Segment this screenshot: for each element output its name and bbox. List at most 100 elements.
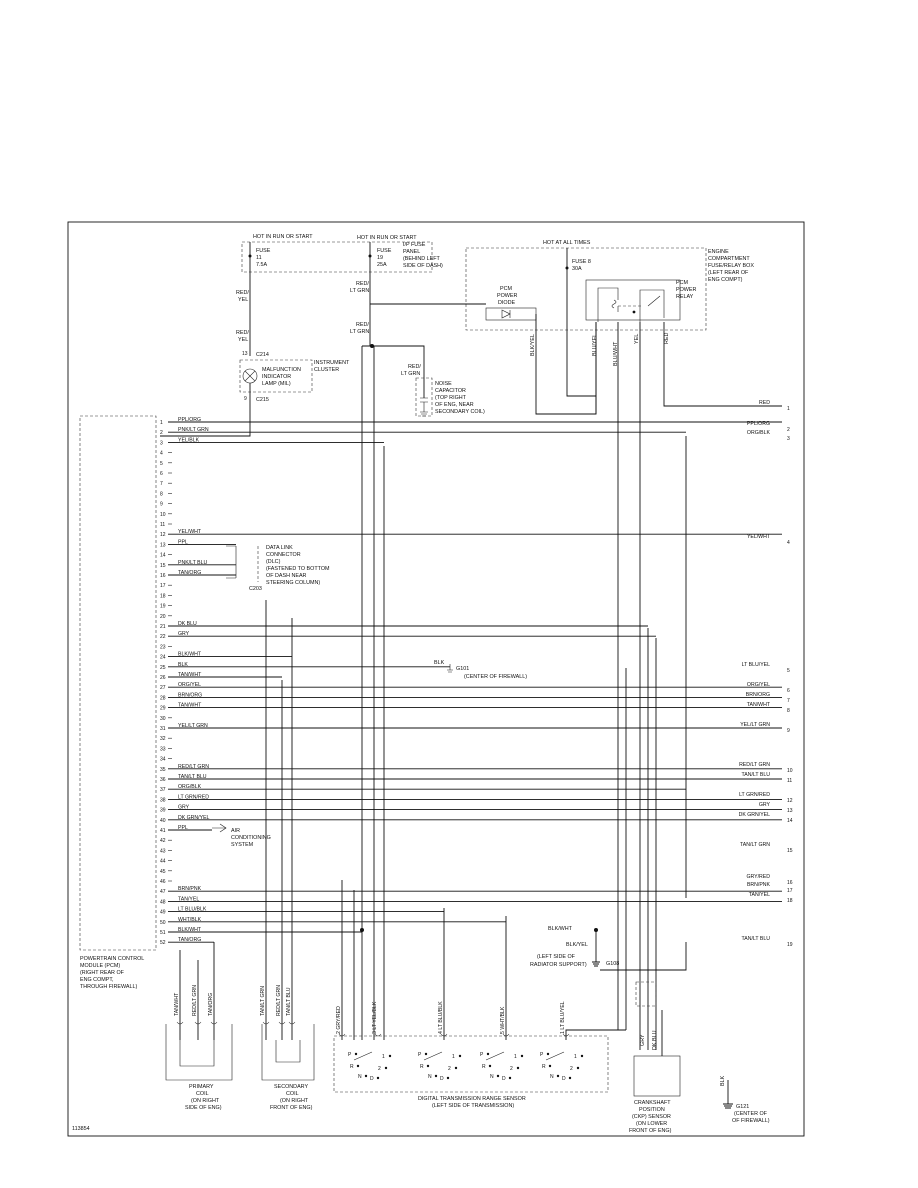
svg-text:(LEFT SIDE OF: (LEFT SIDE OF <box>537 954 576 960</box>
coil-wire-label: RED/LT GRN <box>192 985 198 1016</box>
terminal-number: 19 <box>787 942 793 948</box>
terminal-color: GRY <box>759 802 771 808</box>
pcm-pin-number: 35 <box>160 767 166 773</box>
terminal-number: 5 <box>787 668 790 674</box>
svg-text:FUSE: FUSE <box>377 248 392 254</box>
ac-system-label: AIR CONDITIONING SYSTEM <box>231 828 271 848</box>
pcm-pin-color: WHT/BLK <box>178 917 202 923</box>
trs-position-label: R <box>420 1064 424 1070</box>
svg-text:(CENTER OF FIREWALL): (CENTER OF FIREWALL) <box>464 674 527 680</box>
trs-position-label: 1 <box>452 1054 455 1060</box>
fuse-19: FUSE 19 25A <box>377 248 392 268</box>
trs-position-label: N <box>550 1074 554 1080</box>
pcm-pin-number: 45 <box>160 869 166 875</box>
trs-position-label: D <box>562 1076 566 1082</box>
wire-label-blu-yel: BLU/YEL <box>592 334 598 356</box>
svg-text:G108: G108 <box>606 961 619 967</box>
pcm-pin-18: 18 <box>160 593 172 599</box>
pcm-pin-number: 22 <box>160 634 166 640</box>
terminal-number: 1 <box>787 406 790 412</box>
ckp-label: CRANKSHAFT POSITION (CKP) SENSOR (ON LOW… <box>629 1100 672 1134</box>
pcm-pin-color: GRY <box>178 631 190 637</box>
trs-position-label: P <box>348 1052 352 1058</box>
ckp-sensor <box>633 1055 681 1097</box>
svg-text:CRANKSHAFT: CRANKSHAFT <box>634 1100 671 1106</box>
pcm-pin-number: 15 <box>160 563 166 569</box>
wire-label-blu-wht: BLU/WHT <box>613 341 619 366</box>
pcm-pin-11: 11 <box>160 522 172 528</box>
terminal-number: 10 <box>787 768 793 774</box>
svg-text:MODULE (PCM): MODULE (PCM) <box>80 963 120 969</box>
pcm-pin-number: 34 <box>160 757 166 763</box>
pcm-pin-number: 20 <box>160 614 166 620</box>
pcm-pin-color: PNK/LT GRN <box>178 427 209 433</box>
svg-text:FUSE: FUSE <box>256 248 271 254</box>
pcm-pin-color: TAN/ORG <box>178 937 201 943</box>
terminal-color: PPL/ORG <box>747 421 770 427</box>
pcm-pin-8: 8 <box>160 491 172 497</box>
pcm-pin-color: DK BLU <box>178 621 197 627</box>
noise-capacitor-box <box>415 377 433 417</box>
pcm-pin-32: 32 <box>160 736 172 742</box>
svg-text:DIGITAL TRANSMISSION RANGE SEN: DIGITAL TRANSMISSION RANGE SENSOR <box>418 1096 526 1102</box>
pcm-pin-color: TAN/ORG <box>178 570 201 576</box>
pcm-pin-number: 10 <box>160 512 166 518</box>
svg-text:SIDE OF DASH): SIDE OF DASH) <box>403 263 443 269</box>
wire-label-red: RED <box>664 333 670 344</box>
svg-text:SYSTEM: SYSTEM <box>231 842 254 848</box>
svg-text:DATA LINK: DATA LINK <box>266 545 293 551</box>
fuse-11: FUSE 11 7.5A <box>256 248 271 268</box>
hot-run-start-label-1: HOT IN RUN OR START <box>253 234 313 240</box>
svg-text:OF FIREWALL): OF FIREWALL) <box>732 1118 770 1124</box>
terminal-color: LT BLU/YEL <box>742 662 770 668</box>
svg-text:ENG COMPT): ENG COMPT) <box>708 277 743 283</box>
svg-text:MALFUNCTION: MALFUNCTION <box>262 367 301 373</box>
pcm-pin-color: PPL <box>178 539 188 545</box>
trs-position-label: D <box>502 1076 506 1082</box>
pcm-pin-number: 46 <box>160 879 166 885</box>
pcm-pin-23: 23 <box>160 644 172 650</box>
terminal-number: 2 <box>787 427 790 433</box>
pcm-pin-number: 16 <box>160 573 166 579</box>
digital-trs <box>333 1035 609 1093</box>
pcm-pin-number: 32 <box>160 736 166 742</box>
terminal-number: 7 <box>787 698 790 704</box>
primary-coil-box <box>165 1024 233 1081</box>
pcm-pin-number: 7 <box>160 481 163 487</box>
terminal-number: 9 <box>787 728 790 734</box>
pcm-pin-number: 17 <box>160 583 166 589</box>
pcm-pin-color: BRN/ORG <box>178 692 202 698</box>
svg-text:DIODE: DIODE <box>498 300 515 306</box>
svg-text:COIL: COIL <box>196 1091 209 1097</box>
pcm-pin-number: 33 <box>160 746 166 752</box>
pcm-power-relay-label: PCM POWER RELAY <box>676 280 696 300</box>
mil-pin-13: 13 <box>242 351 248 357</box>
coil-wire-label: TAN/LT BLU <box>286 987 292 1016</box>
trs-position-label: P <box>540 1052 544 1058</box>
svg-text:CONNECTOR: CONNECTOR <box>266 552 301 558</box>
terminal-color: ORG/BLK <box>747 430 771 436</box>
svg-text:INDICATOR: INDICATOR <box>262 374 291 380</box>
terminal-number: 11 <box>787 778 792 784</box>
pcm-pin-19: 19 <box>160 604 172 610</box>
pcm-pin-number: 43 <box>160 848 166 854</box>
svg-text:7.5A: 7.5A <box>256 262 267 268</box>
svg-text:SIDE OF ENG): SIDE OF ENG) <box>185 1105 222 1111</box>
pcm-pin-color: TAN/LT BLU <box>178 774 207 780</box>
coil-wire-label: RED/LT GRN <box>276 985 282 1016</box>
pcm-pin-color: LT BLU/BLK <box>178 907 207 913</box>
